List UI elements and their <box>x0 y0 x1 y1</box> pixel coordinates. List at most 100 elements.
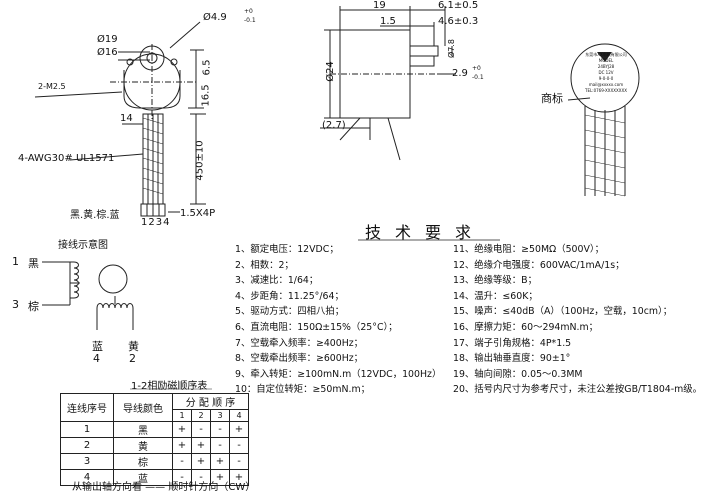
wire-colors: 黑.黄.棕.蓝 <box>70 210 120 221</box>
nameplate-line: DC 12V <box>598 70 614 75</box>
spec-item: 18、输出轴垂直度：90±1° <box>453 353 571 365</box>
cell: - <box>172 453 192 470</box>
spec-item: 5、驱动方式：四相八拍； <box>235 306 345 318</box>
pin-3-num: 3 <box>12 298 19 311</box>
nameplate-line: mail@xxxxx.com <box>588 82 624 87</box>
pin-3-color: 棕 <box>28 300 39 313</box>
spec-title: 技术要求 <box>365 223 486 242</box>
sequence-table-title: 1-2相励磁顺序表 <box>131 381 208 392</box>
row-no: 1 <box>60 421 114 438</box>
step-header: 2 <box>191 409 211 422</box>
cell: - <box>191 421 211 438</box>
table-row: 1 黑 + - - + <box>60 421 249 438</box>
spec-list-left: 1、额定电压：12VDC； 2、相数：2； 3、减速比：1/64； 4、步距角：… <box>235 242 441 398</box>
spec-item: 15、噪声：≤40dB（A）（100Hz，空载，10cm）； <box>453 306 673 318</box>
pin-2-color: 黄 <box>128 340 139 353</box>
nameplate-line: 东莞市XX电机有限公司 <box>585 52 627 57</box>
wiring-title: 接线示意图 <box>58 240 108 251</box>
spec-item: 7、空载牵入频率：≥400Hz； <box>235 337 364 349</box>
dim-6-5: 6.5 <box>201 59 213 76</box>
spec-item: 16、摩擦力矩：60～294mN.m； <box>453 321 599 333</box>
spec-item: 19、轴向间隙：0.05～0.3MM <box>453 368 583 380</box>
row-color: 黄 <box>113 437 173 454</box>
pin-1-num: 1 <box>12 255 19 268</box>
step-header: 3 <box>210 409 230 422</box>
spec-item: 1、额定电压：12VDC； <box>235 244 339 255</box>
motor-front-view <box>34 21 206 217</box>
spec-item: 9、牵入转矩：≥100mN.m（12VDC，100Hz） <box>235 368 442 380</box>
cell: - <box>229 437 249 454</box>
dim-2-9-tol-lower: -0.1 <box>472 74 484 81</box>
dim-16-5: 16.5 <box>200 84 212 107</box>
cable-bundle <box>142 113 164 205</box>
dim-1-5: 1.5 <box>380 16 396 27</box>
excitation-sequence-table: 连线序号 导线颜色 分 配 顺 序 1 2 3 4 1 黑 + - - + 2 … <box>60 393 249 486</box>
rotation-note: 从输出轴方向看 —— 顺时针方向（CW） <box>72 482 256 493</box>
cell: + <box>191 453 211 470</box>
cell: - <box>210 421 230 438</box>
spec-list-right: 11、绝缘电阻：≥50MΩ（500V）； 12、绝缘介电强度：600VAC/1m… <box>453 242 702 398</box>
cell: + <box>229 469 249 486</box>
spec-item: 8、空载牵出频率：≥600Hz； <box>235 353 364 365</box>
motor-nameplate: 东莞市XX电机有限公司 MODEL 24BYJ28 DC 12V 9-0-0-0… <box>580 52 632 94</box>
cell: + <box>191 437 211 454</box>
cell: + <box>172 437 192 454</box>
dim-d7-8: Ø7.8 <box>447 38 457 59</box>
dim-19: 19 <box>373 0 386 11</box>
cable-spec: 4-AWG30# UL1571 <box>18 153 115 164</box>
cell: + <box>229 421 249 438</box>
dim-shaft-tol-upper: +0 <box>244 8 253 15</box>
pin-1-color: 黑 <box>28 257 39 270</box>
nameplate-line: 9-0-0-0 <box>598 76 614 81</box>
spec-item: 17、端子引角规格：4P*1.5 <box>453 337 572 349</box>
cell: + <box>210 453 230 470</box>
dim-shaft-dia: Ø4.9 <box>203 12 227 23</box>
dim-shaft-tol-lower: -0.1 <box>244 17 256 24</box>
pin-numbers: 1234 <box>141 217 171 228</box>
pin-4-num: 4 <box>93 352 100 365</box>
spec-item: 2、相数：2； <box>235 259 294 271</box>
spec-item: 11、绝缘电阻：≥50MΩ（500V）； <box>453 244 604 255</box>
dim-d16: Ø16 <box>97 47 118 58</box>
table-row: 2 黄 + + - - <box>60 437 249 454</box>
row-no: 3 <box>60 453 114 470</box>
nameplate-line: TEL:0769-XXXXXXXX <box>585 88 627 93</box>
spec-item: 4、步距角：11.25°/64； <box>235 290 344 302</box>
spec-item: 6、直流电阻：150Ω±15%（25°C）； <box>235 321 398 333</box>
nameplate-line: 24BYJ28 <box>597 64 615 69</box>
spec-item: 20、括号内尺寸为参考尺寸，未注公差按GB/T1804-m级。 <box>453 384 703 396</box>
dim-2-9-tol-upper: +0 <box>472 65 481 72</box>
spec-item: 13、绝缘等级：B； <box>453 275 537 287</box>
header-color: 导线颜色 <box>113 393 173 422</box>
table-row: 4 蓝 - - + + <box>60 469 249 486</box>
spec-item: 14、温升：≤60K； <box>453 290 538 302</box>
dim-2-7-ref: (2.7) <box>322 120 346 131</box>
connector-spec: 1.5X4P <box>180 208 216 219</box>
row-no: 2 <box>60 437 114 454</box>
step-header: 1 <box>172 409 192 422</box>
header-wire-no: 连线序号 <box>60 393 114 422</box>
row-color: 棕 <box>113 453 173 470</box>
nameplate-line: MODEL <box>598 58 614 63</box>
dim-m2-5: 2-M2.5 <box>38 82 66 91</box>
cell: - <box>210 437 230 454</box>
cell: - <box>229 453 249 470</box>
dim-4-6: 4.6±0.3 <box>438 16 479 27</box>
pin-2-num: 2 <box>129 352 136 365</box>
table-row: 3 棕 - + + - <box>60 453 249 470</box>
motor-label-view <box>567 43 640 197</box>
dim-d24: Ø24 <box>324 61 336 82</box>
dim-d19: Ø19 <box>97 34 118 45</box>
dim-6-1: 6.1±0.5 <box>438 0 479 11</box>
dim-14: 14 <box>120 113 133 124</box>
spec-item: 10：自定位转矩：≥50mN.m； <box>235 384 370 396</box>
dim-cable-length: 450±10 <box>194 140 206 181</box>
header-order: 分 配 顺 序 <box>172 393 249 410</box>
dim-2-9: 2.9 <box>452 68 468 79</box>
step-header: 4 <box>229 409 249 422</box>
motor-side-view <box>320 6 456 161</box>
pin-4-color: 蓝 <box>92 340 103 353</box>
spec-item: 12、绝缘介电强度：600VAC/1mA/1s； <box>453 259 625 271</box>
row-color: 黑 <box>113 421 173 438</box>
